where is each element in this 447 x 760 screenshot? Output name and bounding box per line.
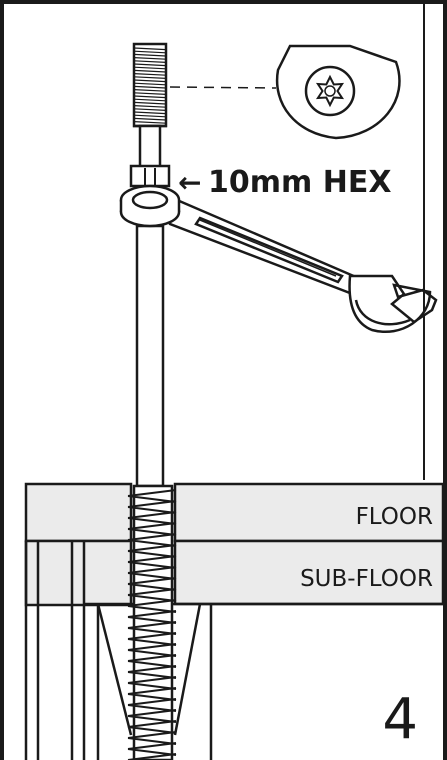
- screw-shank: [129, 124, 171, 488]
- thread-line: [133, 73, 167, 76]
- thread-line: [133, 60, 167, 63]
- shim-left: [96, 603, 133, 736]
- thread-line: [133, 114, 167, 118]
- callout-arrow: ←: [178, 166, 201, 199]
- thread-line: [133, 82, 167, 86]
- thread-line: [133, 69, 167, 73]
- thread-line: [133, 53, 167, 57]
- torx-head-icon: [275, 44, 401, 140]
- thread-line: [133, 108, 167, 111]
- floor-board-right: [173, 482, 445, 543]
- thread-line: [133, 57, 167, 60]
- detail-leader-line: [169, 86, 277, 89]
- floor-label: FLOOR: [356, 504, 433, 530]
- thread-line: [133, 117, 167, 121]
- floor-structure: [24, 482, 445, 760]
- callout-text: 10mm HEX: [208, 165, 391, 200]
- thread-line: [133, 66, 167, 70]
- thread-line: [133, 79, 167, 83]
- thread-line: [133, 89, 167, 92]
- threaded-rod-top: [132, 42, 168, 128]
- screw-icon: [127, 484, 177, 760]
- thread-line: [133, 98, 167, 102]
- thread-line: [133, 76, 167, 79]
- thread-line: [133, 85, 167, 89]
- floor-board-left: [24, 482, 133, 543]
- wrench-icon: [119, 184, 438, 333]
- subfloor-label: SUB-FLOOR: [300, 566, 433, 592]
- screw-thread: [127, 753, 177, 760]
- step-number: 4: [382, 687, 418, 752]
- thread-line: [133, 105, 167, 108]
- thread-line: [133, 63, 167, 67]
- thread-line: [133, 111, 167, 115]
- thread-line: [133, 50, 167, 54]
- shim-right: [173, 603, 202, 736]
- thread-line: [133, 121, 167, 124]
- subfloor-board-left: [24, 539, 133, 607]
- thread-line: [133, 47, 167, 51]
- thread-line: [133, 92, 167, 95]
- subfloor-board-right: [173, 539, 445, 606]
- thread-line: [133, 95, 167, 99]
- thread-line: [133, 101, 167, 105]
